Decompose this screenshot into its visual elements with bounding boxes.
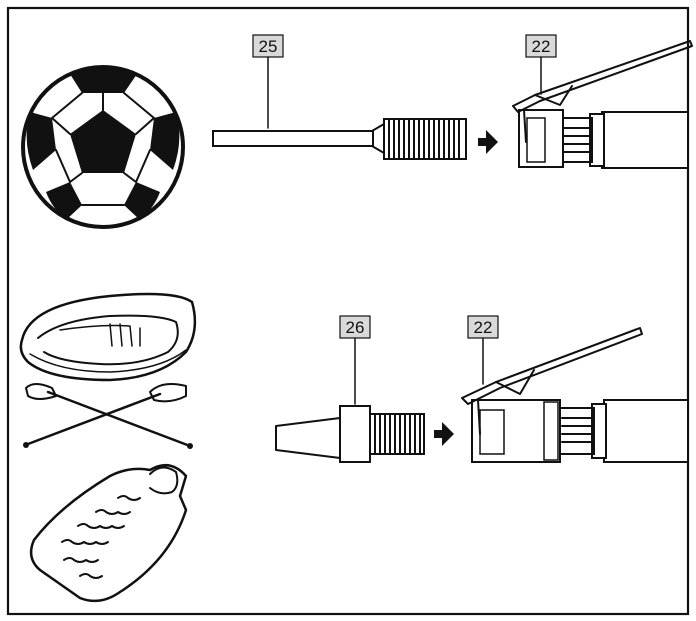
pump-head-bottom	[461, 327, 689, 463]
cone-adapter	[275, 405, 425, 463]
inflation-needle	[212, 118, 467, 160]
callout-22-top-label: 22	[532, 37, 551, 56]
pump-head-top	[512, 40, 693, 169]
callout-25: 25	[252, 34, 284, 129]
callout-22-bottom: 22	[467, 315, 499, 385]
callout-26-label: 26	[346, 318, 365, 337]
soccer-ball-icon	[21, 65, 185, 229]
crossed-paddles-icon	[23, 383, 193, 449]
inflatable-boat-icon	[19, 292, 197, 382]
callout-25-label: 25	[259, 37, 278, 56]
callout-22-top: 22	[525, 34, 557, 95]
arrow-right-icon	[478, 130, 498, 154]
callout-22-bottom-label: 22	[474, 318, 493, 337]
callout-26: 26	[339, 315, 371, 405]
arrow-right-icon	[434, 422, 454, 446]
air-mattress-icon	[29, 463, 188, 603]
